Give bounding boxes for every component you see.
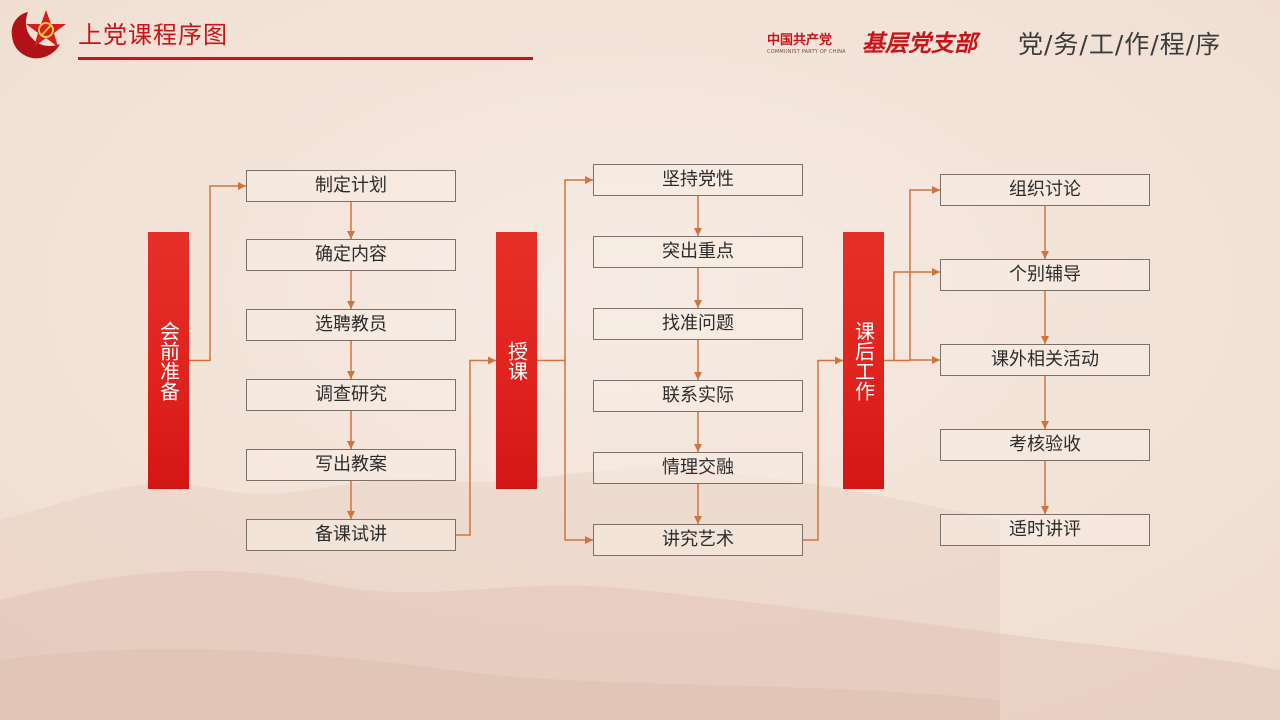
step-box: 情理交融 xyxy=(593,452,803,484)
step-box: 确定内容 xyxy=(246,239,456,271)
step-box: 联系实际 xyxy=(593,380,803,412)
brand-logo-english: COMMUNIST PARTY OF CHINA xyxy=(767,49,846,55)
brand-subtitle: 基层党支部 xyxy=(862,31,977,57)
step-box: 坚持党性 xyxy=(593,164,803,196)
party-emblem-icon xyxy=(11,10,66,59)
step-box: 找准问题 xyxy=(593,308,803,340)
step-box: 写出教案 xyxy=(246,449,456,481)
step-box: 选聘教员 xyxy=(246,309,456,341)
step-box: 课外相关活动 xyxy=(940,344,1150,376)
step-box: 制定计划 xyxy=(246,170,456,202)
step-box: 组织讨论 xyxy=(940,174,1150,206)
stage-2: 授课 xyxy=(496,232,537,489)
step-box: 适时讲评 xyxy=(940,514,1150,546)
step-box: 调查研究 xyxy=(246,379,456,411)
stage-1: 会前准备 xyxy=(148,232,189,489)
stage-3: 课后工作 xyxy=(843,232,884,489)
title-underline xyxy=(78,57,533,60)
step-box: 备课试讲 xyxy=(246,519,456,551)
page-title: 上党课程序图 xyxy=(78,21,228,49)
step-box: 个别辅导 xyxy=(940,259,1150,291)
step-box: 突出重点 xyxy=(593,236,803,268)
step-box: 讲究艺术 xyxy=(593,524,803,556)
section-heading: 党/务/工/作/程/序 xyxy=(1018,30,1222,59)
brand-logo-text: 中国共产党 xyxy=(767,33,833,48)
step-box: 考核验收 xyxy=(940,429,1150,461)
